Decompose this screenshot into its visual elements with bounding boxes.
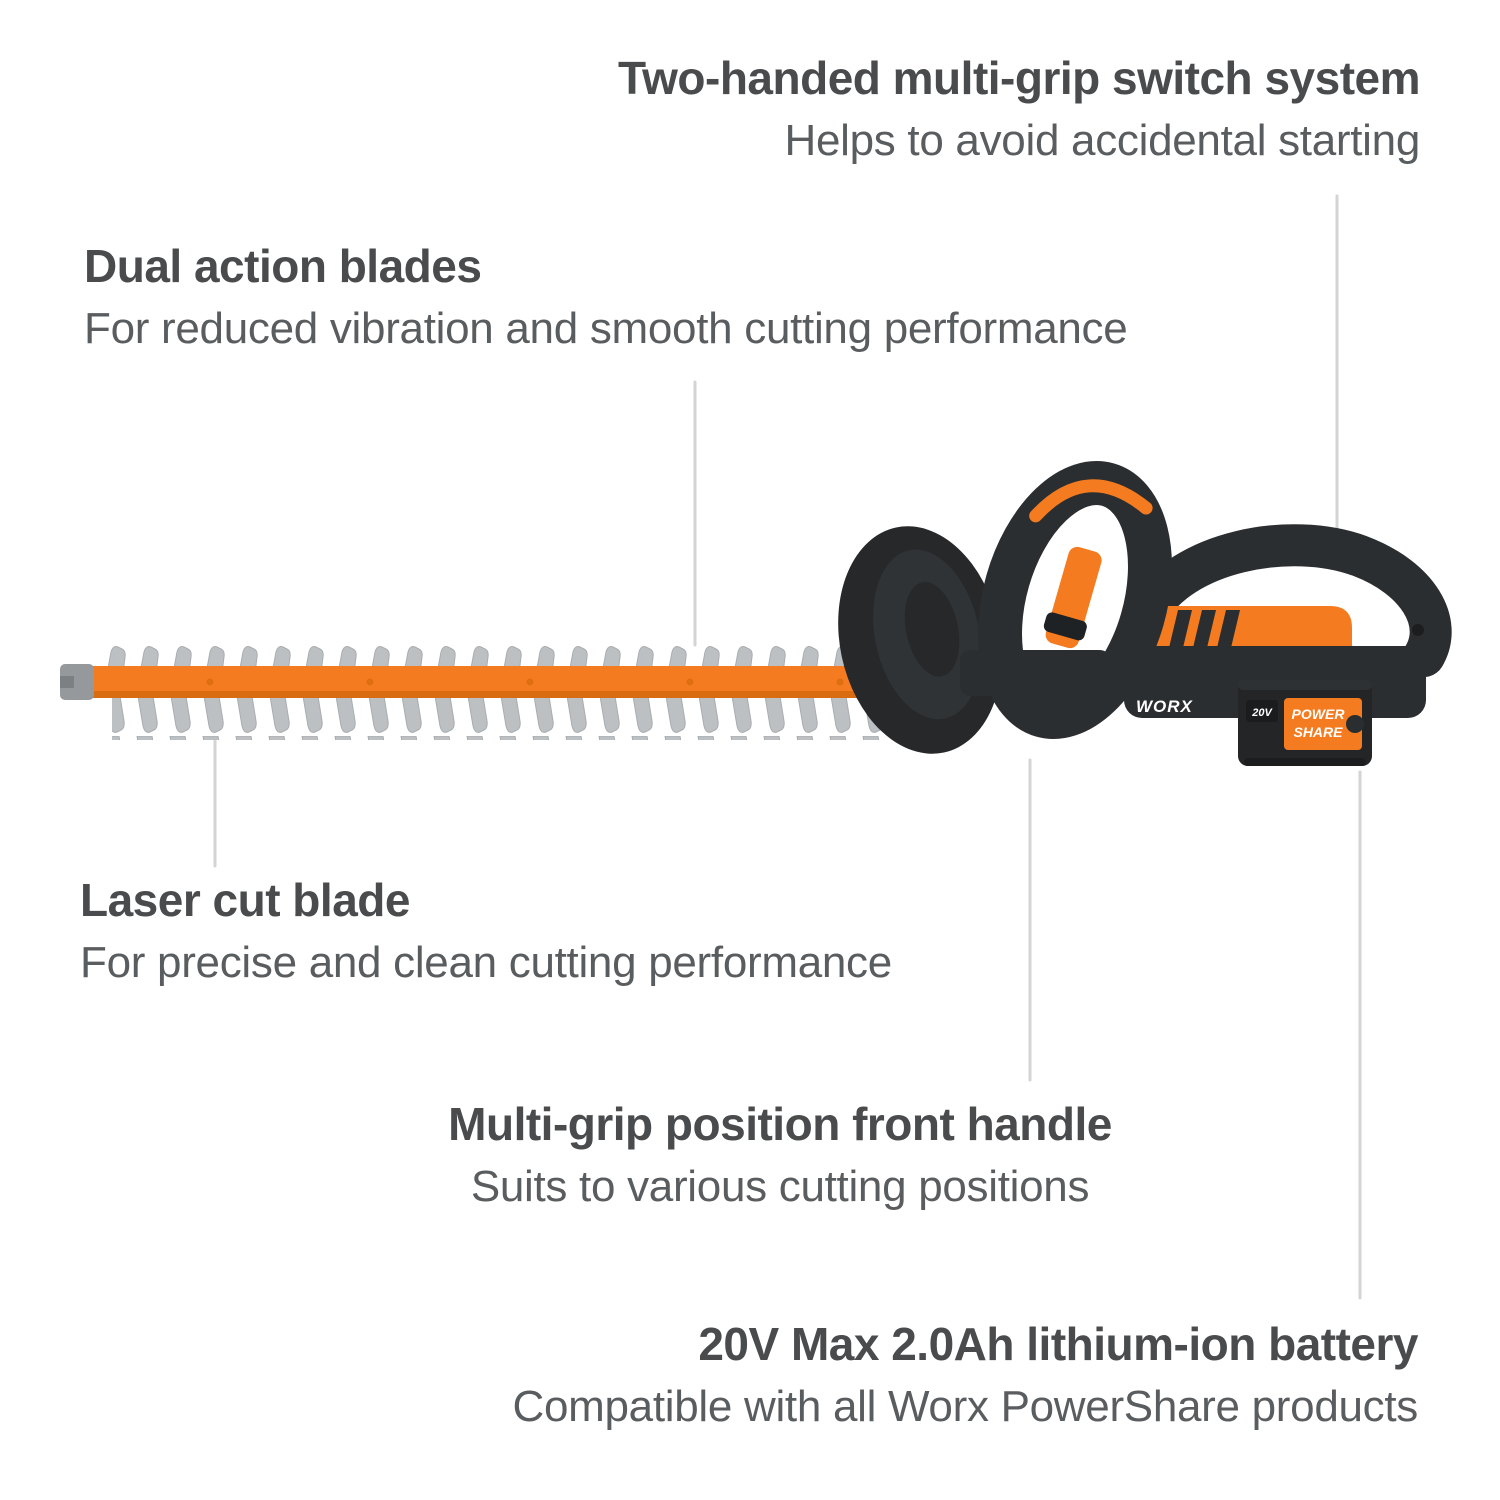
callout-laser-cut: Laser cut blade For precise and clean cu…	[80, 872, 892, 991]
callout-front-handle-title: Multi-grip position front handle	[448, 1098, 1112, 1150]
rear-handle	[1127, 524, 1452, 677]
callout-dual-action-title: Dual action blades	[84, 240, 482, 292]
callout-laser-cut-title: Laser cut blade	[80, 874, 410, 926]
callout-battery-subtitle: Compatible with all Worx PowerShare prod…	[512, 1381, 1419, 1431]
battery-voltage-text: 20V	[1251, 707, 1273, 719]
battery-voltage-badge	[1246, 700, 1278, 722]
motor-housing	[1140, 606, 1352, 658]
battery-label-line2: SHARE	[1293, 724, 1343, 740]
front-handle	[978, 461, 1172, 739]
callout-front-handle-subtitle: Suits to various cutting positions	[470, 1161, 1090, 1211]
battery-round-badge	[1346, 715, 1364, 733]
hand-guard	[838, 526, 1002, 754]
callout-laser-cut-subtitle: For precise and clean cutting performanc…	[80, 937, 892, 987]
callout-switch-system-subtitle: Helps to avoid accidental starting	[784, 115, 1421, 165]
blade	[60, 646, 890, 740]
callout-battery: 20V Max 2.0Ah lithium-ion battery Compat…	[513, 1316, 1419, 1435]
battery-label-line1: POWER	[1292, 706, 1346, 722]
blade-rail	[78, 666, 890, 698]
callout-switch-system: Two-handed multi-grip switch system Help…	[617, 50, 1421, 169]
battery-pack: 20V POWER SHARE	[1238, 680, 1372, 766]
callout-battery-title: 20V Max 2.0Ah lithium-ion battery	[698, 1318, 1418, 1370]
battery-label	[1284, 698, 1362, 750]
callout-dual-action-subtitle: For reduced vibration and smooth cutting…	[84, 303, 1128, 353]
brand-logo: WORX	[1136, 697, 1194, 716]
callout-switch-system-title: Two-handed multi-grip switch system	[617, 52, 1421, 104]
leader-lines	[213, 194, 1362, 1300]
rear-button	[1412, 624, 1424, 636]
callout-front-handle: Multi-grip position front handle Suits t…	[330, 1096, 1230, 1215]
blade-tip-cap	[60, 664, 94, 700]
callout-dual-action: Dual action blades For reduced vibration…	[84, 238, 1128, 357]
